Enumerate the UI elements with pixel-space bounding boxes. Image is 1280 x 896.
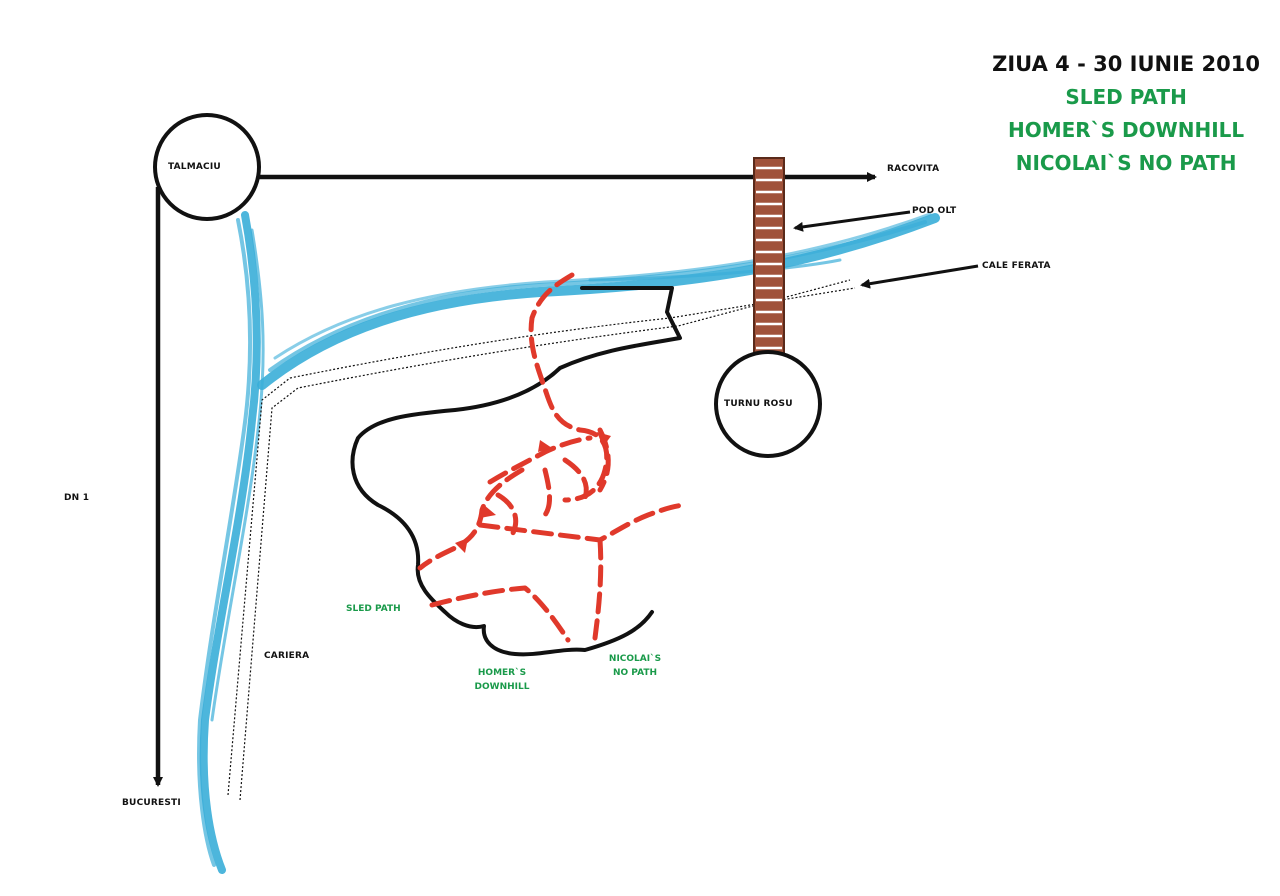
path-label-nicolais-line2: NO PATH (612, 668, 658, 678)
path-label-homers-line1: HOMER`S (477, 668, 527, 678)
railway-lines (227, 279, 856, 801)
path-label-nicolais-no-path: NICOLAI`S NO PATH (595, 652, 675, 680)
bridge (753, 157, 785, 357)
path-label-homers-downhill: HOMER`S DOWNHILL (462, 666, 542, 694)
legend-item-nicolais-no-path: NICOLAI`S NO PATH (1015, 151, 1237, 175)
hiking-routes (417, 272, 688, 643)
town-circle-talmaciu (153, 113, 261, 221)
legend: ZIUA 4 - 30 IUNIE 2010 SLED PATH HOMER`S… (992, 48, 1260, 180)
label-cale-ferata: CALE FERATA (982, 261, 1051, 271)
label-cariera: CARIERA (264, 651, 310, 661)
river (197, 211, 940, 874)
route-arrowheads (455, 432, 611, 553)
place-label-racovita: RACOVITA (887, 164, 940, 174)
path-label-nicolais-line1: NICOLAI`S (608, 654, 662, 664)
area-outline (350, 286, 682, 657)
path-label-sled-path: SLED PATH (346, 604, 401, 614)
path-label-homers-line2: DOWNHILL (474, 682, 530, 692)
town-circle-turnu-rosu (714, 350, 822, 458)
place-label-turnu-rosu: TURNU ROSU (724, 399, 793, 409)
legend-item-homers-downhill: HOMER`S DOWNHILL (1007, 118, 1245, 142)
legend-item-sled-path: SLED PATH (1065, 85, 1187, 109)
place-label-talmaciu: TALMACIU (168, 162, 221, 172)
pointer-arrows (793, 210, 979, 289)
place-label-bucuresti: BUCURESTI (122, 798, 181, 808)
road-label-dn1: DN 1 (64, 493, 90, 503)
legend-title: ZIUA 4 - 30 IUNIE 2010 (992, 52, 1260, 76)
label-pod-olt: POD OLT (912, 206, 957, 216)
